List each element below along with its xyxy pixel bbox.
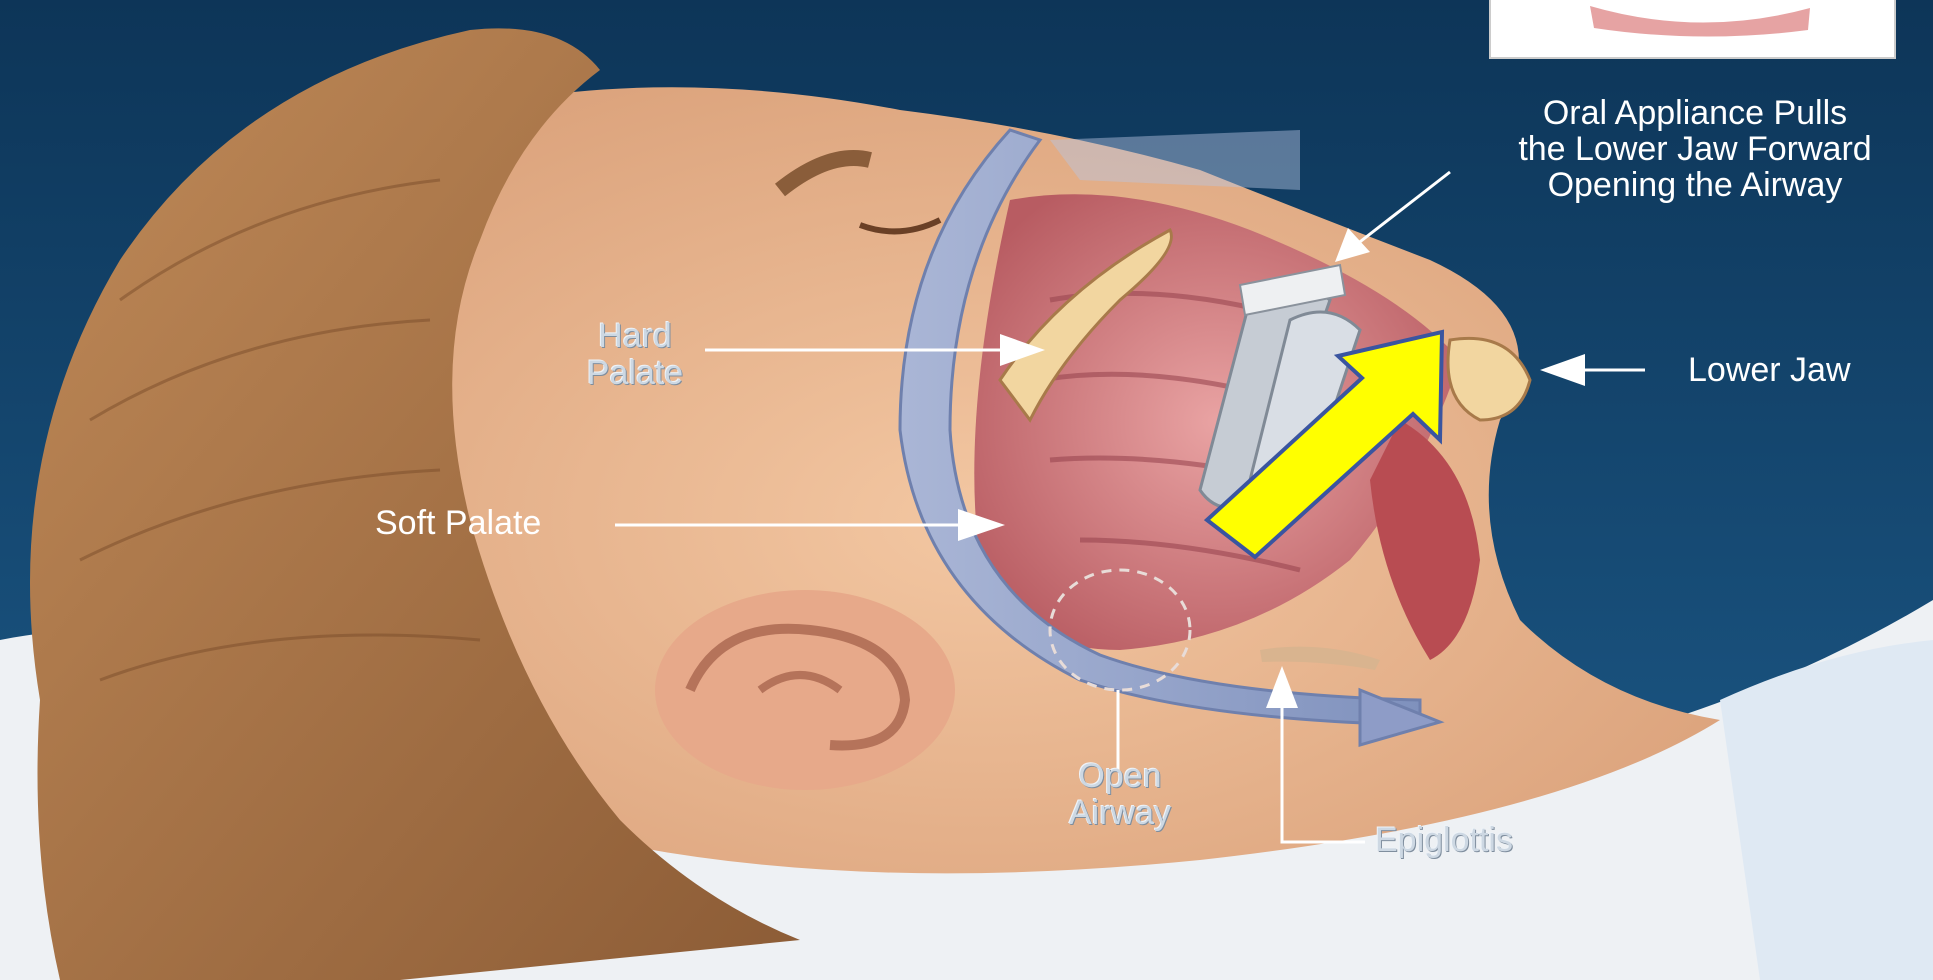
hard-palate-line-2: Palate — [560, 355, 710, 392]
hard-palate-label: Hard Palate — [560, 318, 710, 392]
oral-appliance-line-2: the Lower Jaw Forward — [1445, 131, 1933, 167]
oral-appliance-line-1: Oral Appliance Pulls — [1445, 95, 1933, 131]
open-airway-label: Open Airway — [1030, 758, 1210, 832]
inset-thumbnail — [1490, 0, 1895, 58]
ear — [655, 590, 955, 790]
lower-jaw-label: Lower Jaw — [1688, 352, 1851, 389]
oral-appliance-label: Oral Appliance Pulls the Lower Jaw Forwa… — [1445, 95, 1933, 203]
soft-palate-label: Soft Palate — [375, 505, 541, 542]
open-airway-line-2: Airway — [1030, 795, 1210, 832]
hard-palate-line-1: Hard — [560, 318, 710, 355]
epiglottis-label: Epiglottis — [1375, 822, 1513, 859]
open-airway-line-1: Open — [1030, 758, 1210, 795]
oral-appliance-line-3: Opening the Airway — [1445, 167, 1933, 203]
